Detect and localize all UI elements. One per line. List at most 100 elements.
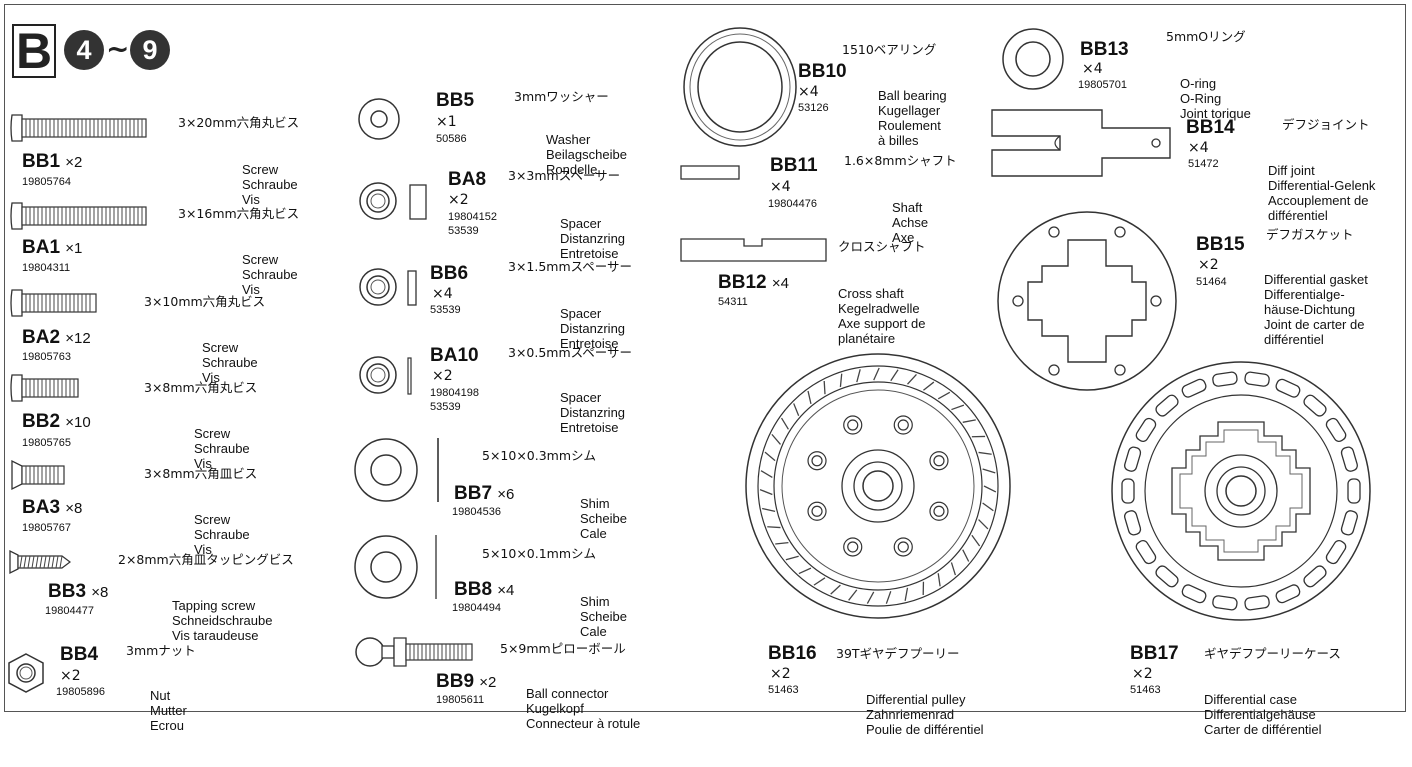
part-code: BB8: [454, 579, 492, 600]
part-code: BB13: [1080, 40, 1129, 59]
part-code: BB7: [454, 483, 492, 504]
part-spec-jp: クロスシャフト: [838, 236, 926, 255]
part-number: 50586: [436, 133, 467, 145]
part-number: 53539: [430, 304, 461, 316]
part-spec-jp: 5×10×0.3mmシム: [482, 445, 596, 464]
hex-nut-icon: [6, 652, 46, 694]
part-qty: ×4: [772, 275, 789, 292]
part-number: 19805611: [436, 694, 484, 706]
spacer-icon: [358, 180, 434, 224]
part-qty: ×2: [65, 154, 82, 171]
part-code: BA1: [22, 237, 60, 258]
part-number: 54311: [718, 296, 748, 308]
part-number: 19805896: [56, 686, 105, 698]
button-head-screw-icon: [10, 112, 150, 144]
part-spec-jp: 1510ベアリング: [842, 39, 936, 58]
part-qty: ×4: [497, 582, 514, 599]
part-qty: ×4: [1188, 140, 1209, 156]
washer-icon: [356, 96, 402, 142]
part-code: BA2: [22, 327, 60, 348]
part-spec-jp: 3mmナット: [126, 640, 196, 659]
spacer-icon: [358, 354, 418, 398]
part-code: BB4: [60, 645, 98, 664]
part-number: 53126: [798, 102, 829, 114]
step-range-separator: ~: [106, 32, 129, 65]
part-number: 19804494: [452, 602, 501, 614]
part-number: 19805767: [22, 522, 71, 534]
ball-bearing-icon: [682, 26, 798, 148]
part-qty: ×4: [798, 84, 819, 100]
part-number: 51463: [1130, 684, 1161, 696]
button-head-screw-icon: [10, 372, 82, 404]
part-qty: ×2: [479, 674, 496, 691]
spacer-icon: [358, 266, 422, 310]
part-code: BB12: [718, 272, 767, 293]
part-spec-jp: 3×10mm六角丸ビス: [144, 291, 265, 310]
part-qty: ×10: [65, 414, 90, 431]
part-number: 19805763: [22, 351, 71, 363]
differential-pulley-icon: [744, 352, 1012, 620]
part-number-alt: 53539: [430, 401, 461, 413]
part-spec-jp: 3×16mm六角丸ビス: [178, 203, 299, 222]
part-number: 51472: [1188, 158, 1219, 170]
button-head-screw-icon: [10, 200, 150, 232]
part-code: BB17: [1130, 644, 1179, 663]
countersunk-screw-icon: [10, 459, 70, 491]
part-qty: ×1: [436, 114, 457, 130]
part-code: BB5: [436, 91, 474, 110]
part-qty: ×8: [65, 500, 82, 517]
part-number: 51464: [1196, 276, 1227, 288]
part-spec-jp: ギヤデフプーリーケース: [1204, 643, 1341, 662]
part-spec-jp: 3×8mm六角皿ビス: [144, 463, 257, 482]
part-qty: ×8: [91, 584, 108, 601]
step-from-badge: 4: [64, 30, 104, 70]
diff-joint-icon: [990, 106, 1176, 178]
part-spec-jp: 5×10×0.1mmシム: [482, 543, 596, 562]
o-ring-icon: [1000, 26, 1066, 92]
part-qty: ×2: [1198, 257, 1219, 273]
part-spec-jp: 3×3mmスペーサー: [508, 165, 620, 184]
cross-shaft-icon: [680, 236, 828, 264]
part-qty: ×1: [65, 240, 82, 257]
button-head-screw-icon: [10, 287, 100, 319]
part-number-alt: 53539: [448, 225, 479, 237]
part-qty: ×6: [497, 486, 514, 503]
part-spec-jp: 2×8mm六角皿タッピングビス: [118, 549, 294, 568]
part-code: BB2: [22, 411, 60, 432]
part-number: 19804476: [768, 198, 817, 210]
part-qty: ×12: [65, 330, 90, 347]
part-number: 19804536: [452, 506, 501, 518]
part-qty: ×2: [60, 668, 81, 684]
part-spec-jp: デフジョイント: [1282, 114, 1370, 133]
shaft-icon: [680, 165, 742, 181]
part-number: 19804311: [22, 262, 70, 274]
part-qty: ×2: [770, 666, 791, 682]
part-qty: ×4: [1082, 61, 1103, 77]
differential-case-icon: [1110, 360, 1372, 622]
part-code: BB11: [770, 156, 818, 175]
part-code: BB16: [768, 644, 817, 663]
part-qty: ×2: [448, 192, 469, 208]
part-qty: ×4: [432, 286, 453, 302]
part-spec-jp: デフガスケット: [1266, 224, 1354, 243]
part-code: BB10: [798, 62, 847, 81]
shim-icon: [352, 435, 448, 505]
part-code: BA8: [448, 170, 486, 189]
part-code: BB6: [430, 264, 468, 283]
part-number: 51463: [768, 684, 799, 696]
part-number: 19805701: [1078, 79, 1127, 91]
part-number: 19804152: [448, 211, 497, 223]
part-spec-jp: 5×9mmピローボール: [500, 638, 626, 657]
part-code: BB9: [436, 671, 474, 692]
shim-icon: [352, 532, 448, 602]
part-code: BB3: [48, 581, 86, 602]
part-number: 19805765: [22, 437, 71, 449]
part-code: BB14: [1186, 118, 1235, 137]
part-code: BA10: [430, 346, 479, 365]
part-qty: ×4: [770, 179, 791, 195]
part-code: BB15: [1196, 235, 1245, 254]
